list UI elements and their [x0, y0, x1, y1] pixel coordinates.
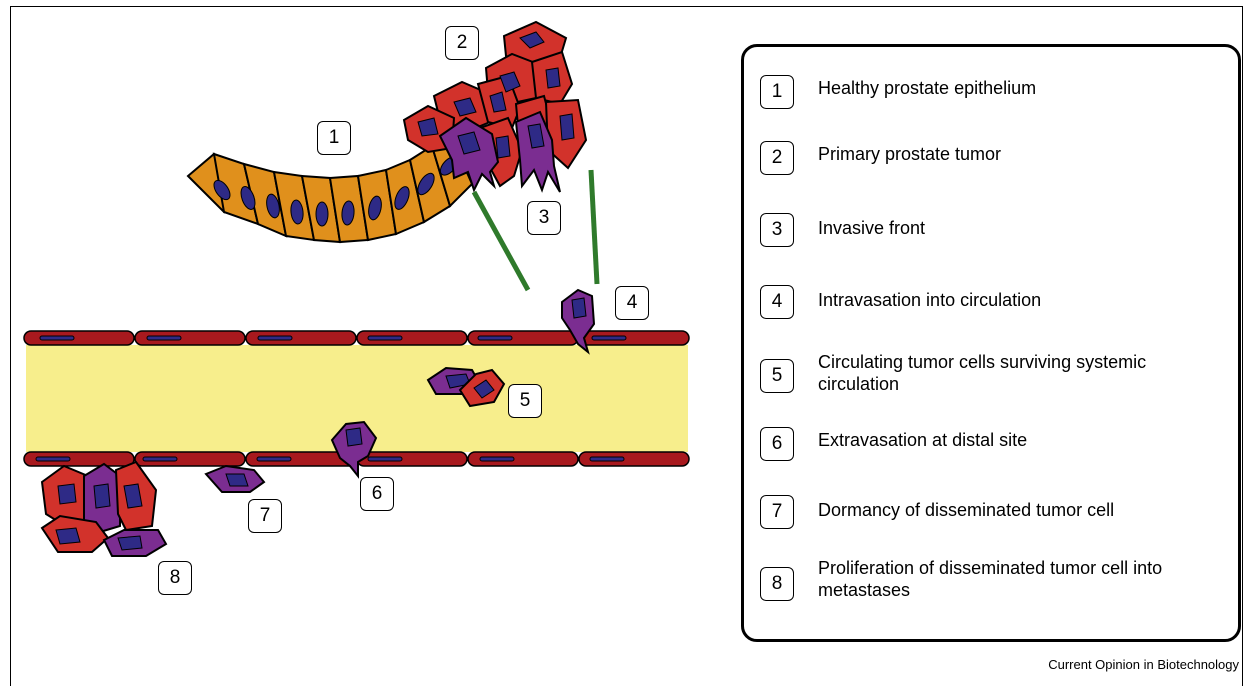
- endothelial-nucleus: [143, 457, 177, 461]
- legend-text: Healthy prostate epithelium: [818, 77, 1218, 99]
- legend-text: Invasive front: [818, 217, 1218, 239]
- vessel-top-wall: [24, 331, 689, 345]
- nucleus: [496, 136, 510, 158]
- diagram-label-7: 7: [248, 499, 282, 533]
- basement-membrane-line: [474, 192, 528, 290]
- dormant-cell: [206, 466, 264, 492]
- endothelial-nucleus: [480, 457, 514, 461]
- endothelial-nucleus: [368, 457, 402, 461]
- legend-number: 6: [760, 427, 794, 461]
- legend-number: 3: [760, 213, 794, 247]
- endothelial-nucleus: [368, 336, 402, 340]
- legend-text: Circulating tumor cells surviving system…: [818, 351, 1218, 395]
- nucleus: [94, 484, 110, 508]
- endothelial-nucleus: [590, 457, 624, 461]
- diagram-label-2: 2: [445, 26, 479, 60]
- diagram-label-8: 8: [158, 561, 192, 595]
- nucleus: [316, 202, 328, 226]
- legend-number: 7: [760, 495, 794, 529]
- endothelial-nucleus: [258, 336, 292, 340]
- basement-membrane-line: [591, 170, 597, 284]
- legend-number: 8: [760, 567, 794, 601]
- legend-text: Dormancy of disseminated tumor cell: [818, 499, 1218, 521]
- diagram-label-3: 3: [527, 201, 561, 235]
- endothelial-nucleus: [147, 336, 181, 340]
- endothelial-nucleus: [40, 336, 74, 340]
- endothelial-nucleus: [257, 457, 291, 461]
- nucleus: [118, 536, 142, 550]
- nucleus: [346, 428, 362, 446]
- nucleus: [226, 474, 248, 486]
- endothelial-nucleus: [592, 336, 626, 340]
- legend-text: Primary prostate tumor: [818, 143, 1218, 165]
- diagram-label-4: 4: [615, 286, 649, 320]
- nucleus: [56, 528, 80, 544]
- legend-number: 1: [760, 75, 794, 109]
- legend: 1 Healthy prostate epithelium 2 Primary …: [741, 44, 1241, 642]
- diagram-label-5: 5: [508, 384, 542, 418]
- diagram-label-1: 1: [317, 121, 351, 155]
- nucleus: [572, 298, 586, 318]
- legend-text: Proliferation of disseminated tumor cell…: [818, 557, 1218, 601]
- endothelial-nucleus: [36, 457, 70, 461]
- diagram-label-6: 6: [360, 477, 394, 511]
- nucleus: [546, 68, 560, 88]
- legend-text: Intravasation into circulation: [818, 289, 1218, 311]
- credit-line: Current Opinion in Biotechnology: [1048, 657, 1239, 672]
- metastasis: [42, 462, 166, 556]
- legend-text: Extravasation at distal site: [818, 429, 1218, 451]
- legend-number: 5: [760, 359, 794, 393]
- legend-number: 2: [760, 141, 794, 175]
- nucleus: [58, 484, 76, 504]
- legend-number: 4: [760, 285, 794, 319]
- nucleus: [560, 114, 574, 140]
- endothelial-nucleus: [478, 336, 512, 340]
